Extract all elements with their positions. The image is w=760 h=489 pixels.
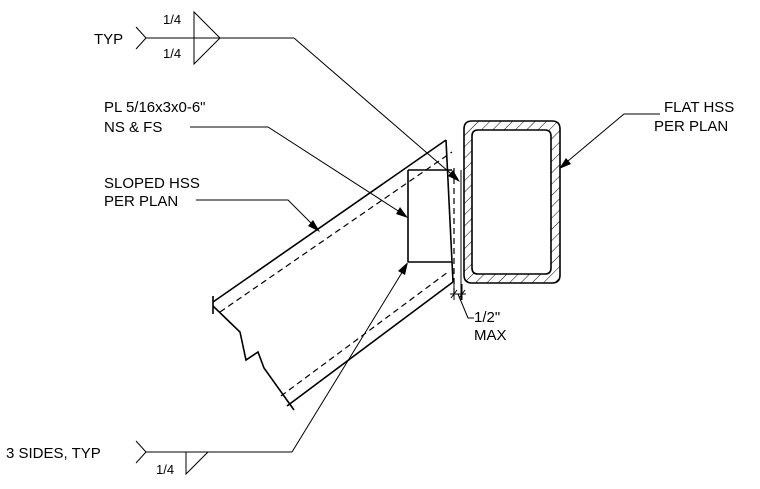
fillet-weld-symbol (193, 10, 221, 66)
bottom-weld-leader (291, 265, 407, 453)
bottom-weld-tail (135, 440, 147, 464)
weld-size-bottom: 1/4 (156, 462, 174, 477)
weld-leader-arrow (448, 170, 460, 182)
plate-label-line2: NS & FS (104, 119, 162, 136)
gap-tick-left (450, 289, 458, 299)
sloped-hss-cut-end (445, 139, 454, 283)
bottom-weld-symbol (135, 262, 408, 476)
sloped-hss-top-hidden-line (219, 151, 453, 313)
top-weld-symbol (135, 10, 460, 182)
flat-hss-label-line2: PER PLAN (654, 118, 728, 135)
flat-hss-section (463, 120, 561, 284)
sloped-hss-bottom-edge (286, 281, 454, 407)
weld-size-top: 1/4 (163, 12, 181, 27)
gap-leader (457, 293, 474, 319)
plate-label-line1: PL 5/16x3x0-6" (104, 99, 206, 116)
sloped-hss-leader-arrow (308, 220, 320, 232)
connection-plate (407, 168, 462, 300)
sloped-hss-label-line1: SLOPED HSS (104, 175, 200, 192)
gap-tick-right (458, 289, 466, 299)
weld-leader (293, 37, 457, 179)
sloped-hss-leader (196, 199, 319, 231)
flat-hss-label-line1: FLAT HSS (664, 99, 734, 116)
weld-tail (135, 26, 147, 50)
plate-leader (190, 126, 407, 217)
sloped-hss-top-edge (212, 139, 447, 303)
typ-label: TYP (94, 31, 123, 48)
three-sides-typ-label: 3 SIDES, TYP (6, 445, 101, 462)
break-line (212, 305, 295, 411)
bottom-fillet-weld-symbol (185, 451, 210, 476)
sloped-hss-label-line2: PER PLAN (104, 193, 178, 210)
flat-hss-leader (561, 113, 660, 167)
gap-label-line1: 1/2" (474, 309, 500, 326)
plate-leader-arrow (396, 207, 408, 218)
gap-label-line2: MAX (474, 327, 507, 344)
sloped-hss-member (212, 139, 454, 411)
flat-hss-leader-arrow (559, 158, 571, 169)
weld-size-top-far: 1/4 (163, 46, 181, 61)
gap-dimension (450, 284, 474, 319)
bottom-weld-leader-arrow (398, 262, 408, 275)
